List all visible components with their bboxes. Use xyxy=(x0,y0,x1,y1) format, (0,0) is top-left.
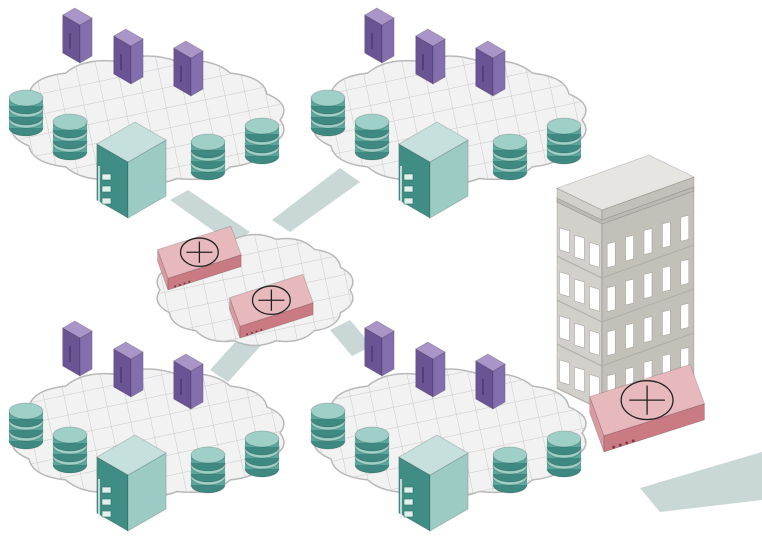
network-link xyxy=(330,320,372,356)
storage-stack-icon xyxy=(546,430,582,478)
server-icon xyxy=(112,341,144,398)
storage-stack-icon xyxy=(310,402,346,450)
storage-stack-icon xyxy=(8,89,44,137)
lan-top-right xyxy=(310,7,587,219)
lan-bottom-left xyxy=(8,320,285,532)
storage-stack-icon xyxy=(244,117,280,165)
mainframe-tower-icon xyxy=(398,434,469,532)
storage-stack-icon xyxy=(354,113,390,161)
server-icon xyxy=(414,341,446,398)
storage-stack-icon xyxy=(244,430,280,478)
server-icon xyxy=(172,353,204,410)
storage-stack-icon xyxy=(492,446,528,494)
router-icon xyxy=(157,225,242,291)
storage-stack-icon xyxy=(52,426,88,474)
mainframe-tower-icon xyxy=(96,121,167,219)
storage-stack-icon xyxy=(492,133,528,181)
lan-bottom-right xyxy=(310,320,587,532)
office-building-icon xyxy=(555,154,695,411)
storage-stack-icon xyxy=(354,426,390,474)
diagram-layer xyxy=(8,7,705,532)
router-icon xyxy=(589,363,705,453)
network-link xyxy=(640,452,762,512)
mainframe-tower-icon xyxy=(398,121,469,219)
storage-stack-icon xyxy=(8,402,44,450)
server-icon xyxy=(172,40,204,97)
network-link xyxy=(272,168,360,232)
storage-stack-icon xyxy=(190,446,226,494)
storage-stack-icon xyxy=(546,117,582,165)
lan-top-left xyxy=(8,7,285,219)
server-icon xyxy=(112,28,144,85)
wan-cloud xyxy=(156,225,354,347)
storage-stack-icon xyxy=(190,133,226,181)
server-icon xyxy=(474,40,506,97)
server-icon xyxy=(61,7,93,64)
server-icon xyxy=(474,353,506,410)
server-icon xyxy=(414,28,446,85)
router-icon xyxy=(229,273,314,339)
storage-stack-icon xyxy=(310,89,346,137)
server-icon xyxy=(363,320,395,377)
mainframe-tower-icon xyxy=(96,434,167,532)
server-icon xyxy=(61,320,93,377)
storage-stack-icon xyxy=(52,113,88,161)
server-icon xyxy=(363,7,395,64)
